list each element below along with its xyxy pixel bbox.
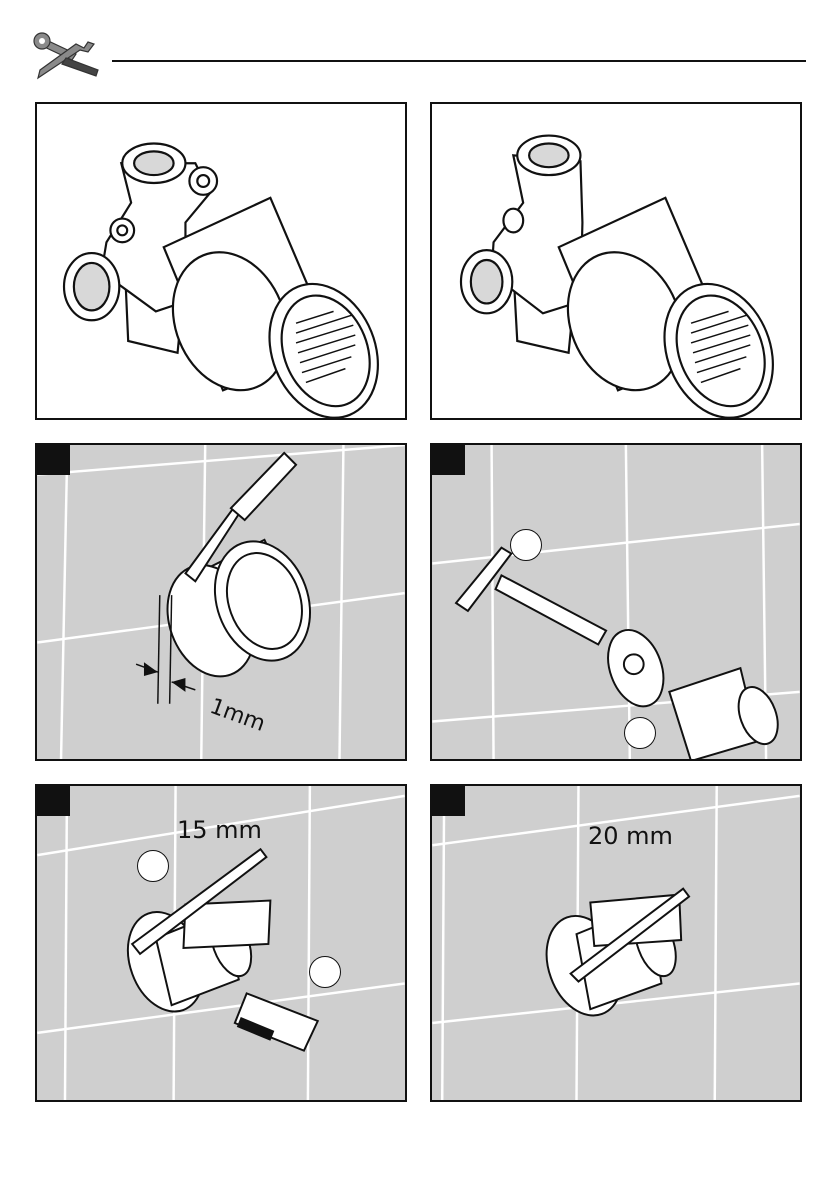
wrench-screwdriver-icon <box>32 30 102 80</box>
panel-step-2 <box>430 443 802 761</box>
callout-circle <box>137 850 169 882</box>
panel-step-4: 20 mm <box>430 784 802 1102</box>
callout-circle <box>624 717 656 749</box>
valve-body-illustration <box>37 104 405 418</box>
dimension-label: 15 mm <box>177 816 262 844</box>
step-marker <box>37 445 70 475</box>
panel-step-3: 15 mm <box>35 784 407 1102</box>
panel-step-1: 1mm <box>35 443 407 761</box>
panel-valve-body-2 <box>430 102 802 420</box>
panel-valve-body-1 <box>35 102 407 420</box>
callout-circle <box>309 956 341 988</box>
tile-grid <box>432 445 800 759</box>
header-rule <box>112 60 806 62</box>
step-marker <box>432 445 465 475</box>
step-marker <box>432 786 465 816</box>
valve-body-threaded-illustration <box>432 104 800 418</box>
step-marker <box>37 786 70 816</box>
dimension-label: 20 mm <box>588 822 673 850</box>
callout-circle <box>510 529 542 561</box>
page-header <box>0 0 840 90</box>
